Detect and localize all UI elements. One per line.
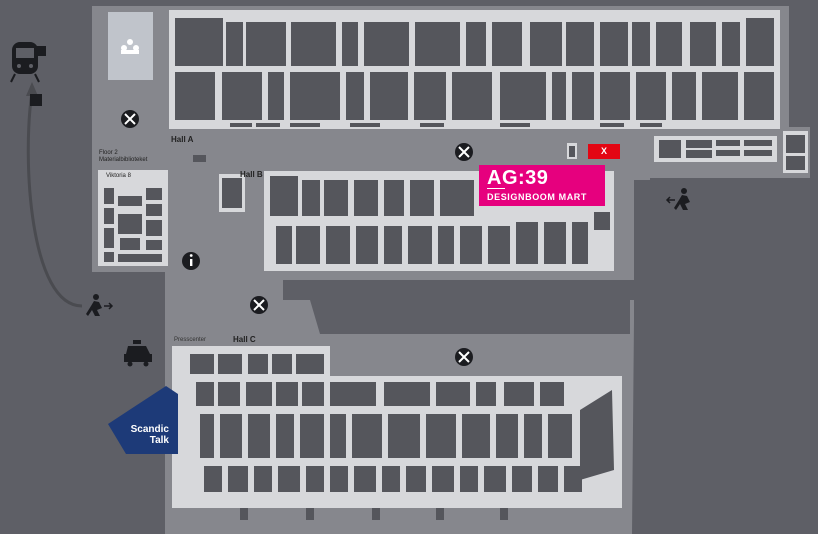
floor2-label: Floor 2 Materialbiblioteket bbox=[99, 150, 147, 164]
taxi-icon[interactable] bbox=[124, 340, 152, 367]
hall-a-area bbox=[169, 10, 780, 129]
hall-c-label: Hall C bbox=[233, 335, 256, 344]
meeting-room bbox=[108, 12, 153, 80]
viktoria-label: Viktoria 8 bbox=[106, 173, 131, 179]
restaurant-icon[interactable] bbox=[455, 348, 473, 366]
booth-highlight-tag[interactable]: AG:39 DESIGNBOOM MART bbox=[479, 165, 605, 206]
floor2-line2: Materialbiblioteket bbox=[99, 157, 148, 163]
scandic-talk-label: Scandic Talk bbox=[119, 424, 169, 446]
scandic-talk-line1: Scandic bbox=[130, 424, 169, 435]
booth-name: DESIGNBOOM MART bbox=[487, 192, 587, 202]
exit-icon[interactable] bbox=[86, 294, 114, 316]
info-icon[interactable] bbox=[182, 252, 200, 270]
hall-a-label: Hall A bbox=[171, 135, 194, 144]
scandic-talk-stage[interactable] bbox=[108, 386, 178, 454]
booth-divider bbox=[487, 188, 505, 189]
restaurant-icon[interactable] bbox=[250, 296, 268, 314]
route-arrow bbox=[26, 91, 83, 308]
hall-b-gap bbox=[283, 280, 640, 334]
annex-right bbox=[654, 131, 808, 173]
presscenter-label: Presscenter bbox=[174, 337, 207, 343]
floor2-line1: Floor 2 bbox=[99, 150, 118, 156]
meeting-icon bbox=[121, 39, 139, 54]
train-badge2-icon bbox=[30, 94, 42, 106]
train-icon[interactable] bbox=[10, 42, 40, 83]
hall-c-area bbox=[172, 346, 622, 520]
exit-icon[interactable] bbox=[665, 188, 690, 210]
train-badge-icon bbox=[34, 46, 46, 56]
route-arrowhead bbox=[26, 82, 38, 96]
location-marker[interactable]: X bbox=[588, 144, 620, 159]
viktoria-building bbox=[98, 170, 168, 266]
scandic-talk-line2: Talk bbox=[149, 435, 169, 446]
restaurant-icon[interactable] bbox=[455, 143, 473, 161]
restaurant-icon[interactable] bbox=[121, 110, 139, 128]
booth-code: AG:39 bbox=[487, 167, 549, 189]
hall-b-label: Hall B bbox=[240, 170, 263, 179]
